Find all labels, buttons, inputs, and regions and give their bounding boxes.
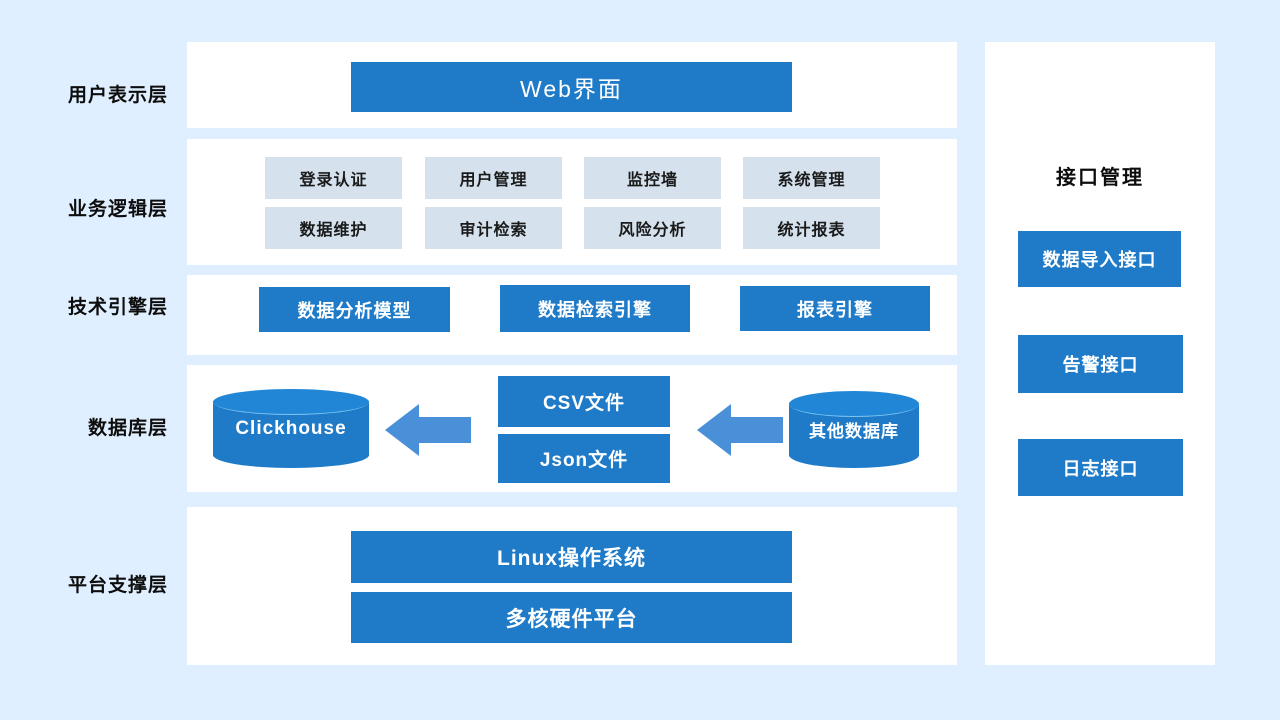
box-data-analysis-model[interactable]: 数据分析模型 (259, 287, 450, 332)
box-multicore-hardware[interactable]: 多核硬件平台 (351, 592, 792, 643)
cylinder-other-database[interactable]: 其他数据库 (789, 391, 919, 468)
box-statistical-report[interactable]: 统计报表 (743, 207, 880, 249)
box-alarm-api[interactable]: 告警接口 (1018, 335, 1183, 393)
box-data-import-api[interactable]: 数据导入接口 (1018, 231, 1181, 287)
layer-label-database: 数据库层 (87, 418, 168, 439)
box-data-search-engine[interactable]: 数据检索引擎 (500, 285, 690, 332)
cylinder-label-other-database: 其他数据库 (809, 422, 899, 441)
box-json-file[interactable]: Json文件 (498, 434, 670, 483)
cylinder-clickhouse[interactable]: Clickhouse (213, 389, 369, 468)
box-web-ui[interactable]: Web界面 (351, 62, 792, 112)
cylinder-top-shape (789, 391, 919, 417)
layer-label-business: 业务逻辑层 (67, 199, 168, 220)
box-audit-search[interactable]: 审计检索 (425, 207, 562, 249)
cylinder-label-clickhouse: Clickhouse (235, 417, 347, 439)
arrow-otherdb-to-files-icon (697, 404, 783, 456)
box-linux-os[interactable]: Linux操作系统 (351, 531, 792, 583)
box-risk-analysis[interactable]: 风险分析 (584, 207, 721, 249)
box-log-api[interactable]: 日志接口 (1018, 439, 1183, 496)
box-monitor-wall[interactable]: 监控墙 (584, 157, 721, 199)
layer-label-presentation: 用户表示层 (67, 85, 168, 106)
arrow-files-to-clickhouse-icon (385, 404, 471, 456)
layer-label-platform: 平台支撑层 (67, 575, 168, 596)
box-system-mgmt[interactable]: 系统管理 (743, 157, 880, 199)
box-report-engine[interactable]: 报表引擎 (740, 286, 930, 331)
box-login-auth[interactable]: 登录认证 (265, 157, 402, 199)
box-data-maintenance[interactable]: 数据维护 (265, 207, 402, 249)
layer-label-engine: 技术引擎层 (67, 297, 168, 318)
sidebar-title-interface-management: 接口管理 (1056, 167, 1144, 189)
box-user-mgmt[interactable]: 用户管理 (425, 157, 562, 199)
box-csv-file[interactable]: CSV文件 (498, 376, 670, 427)
cylinder-top-shape (213, 389, 369, 415)
